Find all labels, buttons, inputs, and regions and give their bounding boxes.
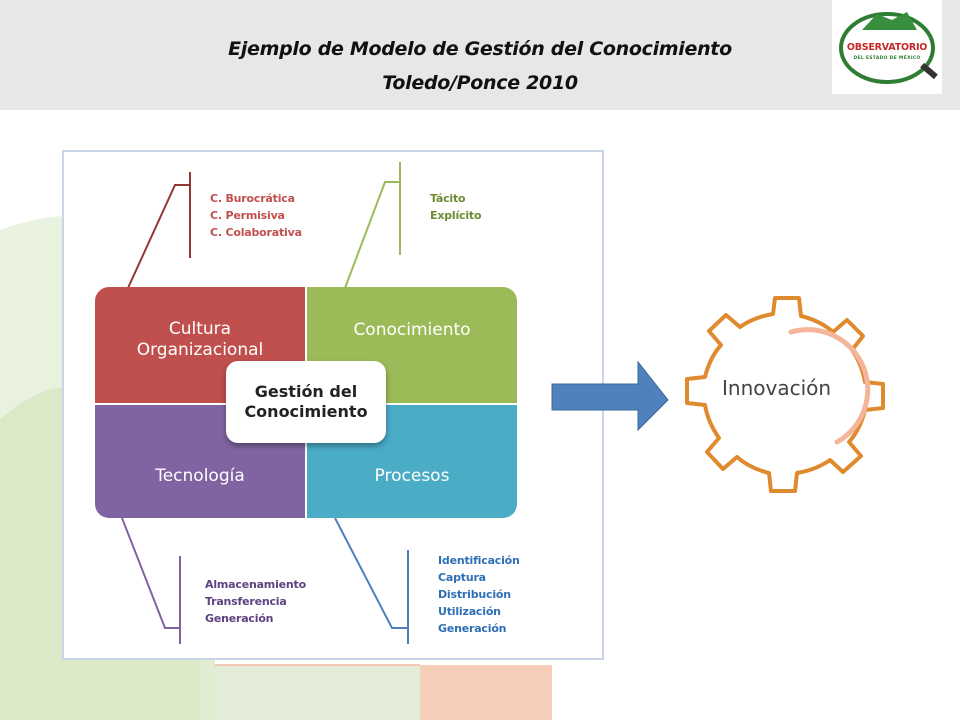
slide-title: Ejemplo de Modelo de Gestión del Conocim… [228,38,732,60]
cultura-list: C. Burocrática C. Permisiva C. Colaborat… [210,190,302,241]
quadrant-label: Procesos [374,466,450,486]
procesos-list: Identificación Captura Distribución Util… [438,552,520,637]
list-item: Distribución [438,588,511,601]
list-item: Generación [438,622,507,635]
quadrant-label: Tecnología [155,466,245,486]
list-item: C. Permisiva [210,209,285,222]
list-item: Almacenamiento [205,578,306,591]
list-item: Transferencia [205,595,287,608]
center-label: Gestión del [254,382,358,401]
innovation-label: Innovación [722,376,832,400]
list-item: C. Burocrática [210,192,295,205]
observatorio-logo: OBSERVATORIO DEL ESTADO DE MÉXICO [832,0,942,94]
list-item: Captura [438,571,486,584]
list-item: Explícito [430,209,482,222]
center-label: Conocimiento [244,402,368,421]
list-item: Identificación [438,554,520,567]
logo-name: OBSERVATORIO [846,42,928,53]
header-bar [0,0,960,110]
conocimiento-list: Tácito Explícito [430,190,482,224]
list-item: Utilización [438,605,501,618]
list-item: C. Colaborativa [210,226,302,239]
list-item: Tácito [430,192,466,205]
logo-subtitle: DEL ESTADO DE MÉXICO [853,56,921,61]
slide-subtitle: Toledo/Ponce 2010 [382,72,578,94]
quadrant-label: Organizacional [136,340,264,360]
tecnologia-list: Almacenamiento Transferencia Generación [205,576,306,627]
logo-emblem-icon [839,12,938,84]
list-item: Generación [205,612,274,625]
quadrant-label: Cultura [168,319,232,339]
quadrant-label: Conocimiento [353,319,471,340]
